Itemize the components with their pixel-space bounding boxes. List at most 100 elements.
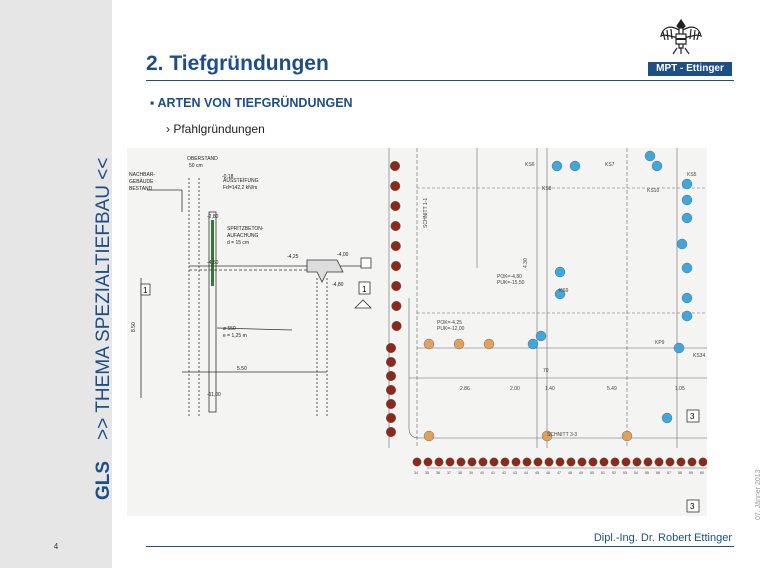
page-title: 2. Tiefgründungen <box>146 52 329 75</box>
label-pok-c: POK=-4,80 <box>497 274 522 280</box>
plan-marker-3b: 3 <box>690 502 695 511</box>
section-view <box>140 178 367 418</box>
label-lvl-6: -4,80 <box>332 282 344 288</box>
pile-dark-lower <box>386 342 397 353</box>
pile-dark-bottom <box>555 457 565 467</box>
plan-grid <box>388 148 707 469</box>
label-lvl-4: -4,25 <box>287 254 299 260</box>
pile-blue <box>569 160 581 172</box>
label-dim-286: 2.86 <box>460 386 470 392</box>
pile-dark-bottom <box>522 457 532 467</box>
pile-dark-bottom <box>654 457 664 467</box>
label-schnitt-3: SCHNITT 3-3 <box>547 432 577 438</box>
pile-blue <box>673 342 685 354</box>
label-dim-140: 1.40 <box>545 386 555 392</box>
label-ks5: KS5 <box>687 172 697 178</box>
label-puk-d: PUK=-15,50 <box>497 280 525 286</box>
pile-dark-bottom <box>665 457 675 467</box>
pile-dark-bottom <box>566 457 576 467</box>
plan-marker-3: 3 <box>690 412 695 421</box>
pile-blue <box>681 194 693 206</box>
pile-blue <box>551 160 563 172</box>
pile-number-label: 36 <box>436 471 440 475</box>
pile-blue <box>676 238 688 250</box>
pile-blue <box>554 266 566 278</box>
label-lvl-3: -4,60 <box>207 260 219 266</box>
pile-dark-bottom <box>533 457 543 467</box>
pile-number-label: 50 <box>590 471 594 475</box>
pile-number-label: 52 <box>612 471 616 475</box>
pile-dark-bottom <box>511 457 521 467</box>
pile-dark-upper <box>390 240 401 251</box>
pile-number-label: 38 <box>458 471 462 475</box>
label-dim-105: 1.05 <box>675 386 685 392</box>
plan-square-box <box>360 257 372 269</box>
plan-marker-3-box <box>686 409 700 423</box>
pile-blue <box>651 160 663 172</box>
plan-marker-1: 1 <box>362 285 367 294</box>
pile-orange <box>453 338 465 350</box>
label-ks10: KS10 <box>647 188 659 194</box>
label-aufachung: AUFACHUNG <box>227 233 259 239</box>
label-thickness: d = 15 cm <box>227 240 249 246</box>
eagle-logo-icon <box>660 18 702 55</box>
pile-dark-bottom <box>445 457 455 467</box>
footer-date: 07. Jänner 2013 <box>755 469 762 520</box>
label-force: Fd=142,2 kN/m <box>223 185 257 191</box>
label-spacing: e = 1,25 m <box>223 333 247 339</box>
foundation-drawing: OBERSTAND 50 cm NACHBAR- GEBÄUDE BESTAND… <box>127 148 707 516</box>
pile-dark-bottom <box>423 457 433 467</box>
pile-dark-bottom <box>643 457 653 467</box>
pile-blue <box>661 412 673 424</box>
label-dim-850: 8.50 <box>131 322 137 332</box>
label-ks8: KS8 <box>542 186 552 192</box>
label-ks34: KS34 <box>693 353 705 359</box>
label-diameter: ø 550 <box>223 326 236 332</box>
pile-number-label: 43 <box>513 471 517 475</box>
pile-dark-bottom <box>467 457 477 467</box>
plan-marker-1-box <box>358 281 371 295</box>
section-marker-box <box>140 283 151 296</box>
label-dim-550: 5.50 <box>237 366 247 372</box>
pile-blue <box>644 150 656 162</box>
pile-number-label: 51 <box>601 471 605 475</box>
footer-divider <box>146 546 734 547</box>
pile-number-label: 35 <box>425 471 429 475</box>
pile-number-label: 48 <box>568 471 572 475</box>
pile-dark-bottom <box>621 457 631 467</box>
pile-blue <box>681 212 693 224</box>
pile-dark-bottom <box>588 457 598 467</box>
sidebar-topic: GLS >> THEMA SPEZIALTIEFBAU << <box>93 158 115 500</box>
section-bullet: ▪ ARTEN VON TIEFGRÜNDUNGEN <box>150 96 353 110</box>
plan-marker-3b-box <box>686 499 700 513</box>
label-dim-549: 5.49 <box>607 386 617 392</box>
pile-blue <box>554 288 566 300</box>
pile-number-label: 41 <box>491 471 495 475</box>
label-ks6: KS6 <box>525 162 535 168</box>
pile-dark-lower <box>386 370 397 381</box>
pile-dark-bottom <box>489 457 499 467</box>
pile-number-label: 39 <box>469 471 473 475</box>
pile-number-label: 56 <box>656 471 660 475</box>
label-ks9: KS9 <box>559 288 569 294</box>
section-labels: OBERSTAND 50 cm NACHBAR- GEBÄUDE BESTAND… <box>129 156 349 398</box>
sidebar-topic-text: >> THEMA SPEZIALTIEFBAU << <box>93 157 114 440</box>
pile-dark-bottom <box>544 457 554 467</box>
pile-number-label: 46 <box>546 471 550 475</box>
label-spritzbeton: SPRITZBETON- <box>227 226 264 232</box>
pile-blue <box>535 330 547 342</box>
title-divider <box>146 80 734 81</box>
label-bestand: BESTAND <box>129 186 153 192</box>
pile-blue <box>527 338 539 350</box>
pile-dark-lower <box>386 356 397 367</box>
pile-dark-bottom <box>577 457 587 467</box>
pile-dark-bottom <box>676 457 686 467</box>
pile-blue <box>681 262 693 274</box>
footer-author: Dipl.-Ing. Dr. Robert Ettinger <box>593 532 732 544</box>
pile-dark-bottom <box>632 457 642 467</box>
pile-dark-bottom <box>412 457 422 467</box>
pile-orange-low <box>423 430 435 442</box>
label-dim-70: 70 <box>543 368 549 374</box>
pile-dark-upper <box>390 220 401 231</box>
label-dim-430: 4.30 <box>523 258 529 268</box>
